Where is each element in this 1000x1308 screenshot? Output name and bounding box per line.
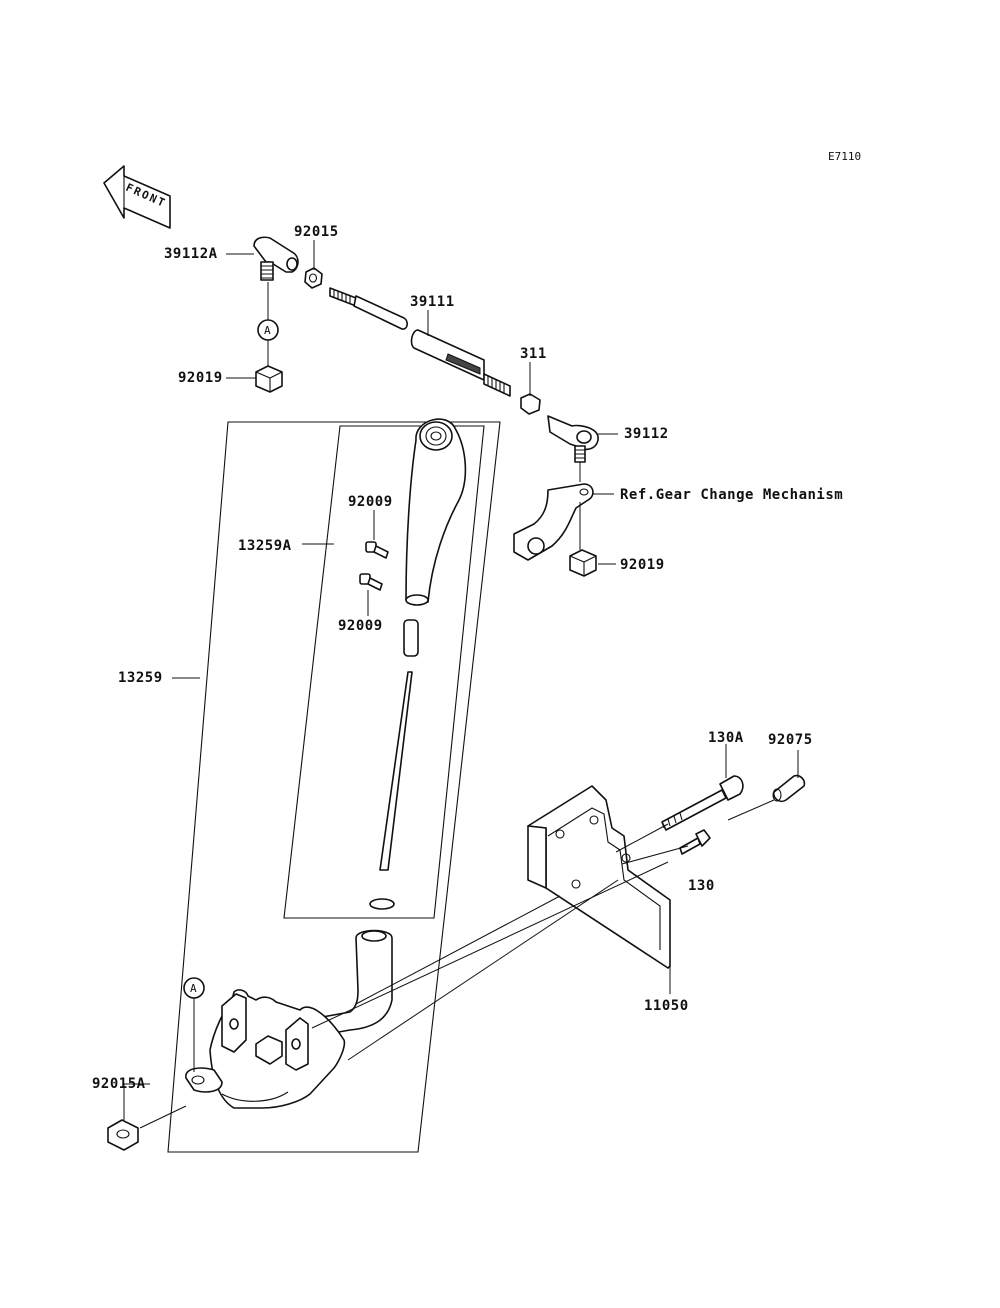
screw-92009-a — [365, 541, 389, 559]
label-92075: 92075 — [768, 732, 813, 748]
bolt-130A — [661, 775, 744, 831]
kit-frame-13259 — [167, 421, 501, 1153]
label-92019-right: 92019 — [620, 557, 665, 573]
shift-arm — [513, 483, 594, 561]
diagram-code: E7110 — [828, 150, 861, 163]
svg-text:A: A — [190, 982, 197, 995]
nut-92015 — [304, 267, 323, 289]
label-13259A: 13259A — [238, 538, 292, 554]
label-130A: 130A — [708, 730, 744, 746]
sleeve — [403, 619, 419, 657]
shift-lever-base — [185, 929, 393, 1109]
label-311: 311 — [520, 346, 547, 362]
label-92015: 92015 — [294, 224, 339, 240]
shift-knob — [405, 418, 467, 606]
label-13259: 13259 — [118, 670, 163, 686]
shift-rod — [379, 671, 413, 871]
nut-92015A — [107, 1119, 139, 1151]
o-ring — [369, 898, 395, 910]
spacer-92075 — [772, 774, 806, 803]
rod-39111 — [329, 287, 511, 397]
label-130: 130 — [688, 878, 715, 894]
label-ref-gear-change: Ref.Gear Change Mechanism — [620, 487, 843, 503]
label-39111: 39111 — [410, 294, 455, 310]
svg-text:A: A — [264, 324, 271, 337]
tie-rod-end-39112 — [547, 415, 599, 463]
bracket-11050 — [527, 785, 671, 969]
label-92015A: 92015A — [92, 1076, 146, 1092]
label-92009-b: 92009 — [338, 618, 383, 634]
label-39112A: 39112A — [164, 246, 218, 262]
ref-circle-A-bottom: A — [183, 977, 205, 999]
screw-92009-b — [359, 573, 383, 591]
bolt-130 — [679, 829, 711, 855]
nut-92019-right — [569, 549, 597, 577]
label-11050: 11050 — [644, 998, 689, 1014]
label-39112: 39112 — [624, 426, 669, 442]
label-92019-top: 92019 — [178, 370, 223, 386]
nut-92019-top — [255, 365, 283, 393]
label-92009-a: 92009 — [348, 494, 393, 510]
front-arrow-icon: FRONT — [103, 165, 171, 229]
tie-rod-end-39112A — [253, 236, 299, 281]
nut-311 — [520, 393, 541, 415]
ref-circle-A-top: A — [257, 319, 279, 341]
